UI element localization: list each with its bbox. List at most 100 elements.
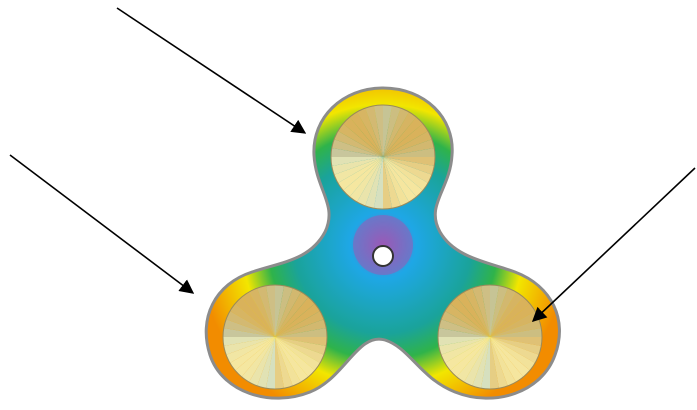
bearing-wedge xyxy=(343,117,383,157)
bearing-right xyxy=(437,284,543,390)
bearing-wedge xyxy=(275,337,321,371)
bearing-wedge xyxy=(490,285,508,337)
bearing-wedge xyxy=(249,337,275,386)
bearing-wedge xyxy=(334,131,383,157)
bearing-wedge xyxy=(265,337,275,389)
bearing-wedge xyxy=(456,337,490,383)
bearing-wedge xyxy=(235,297,275,337)
bearing-wedge xyxy=(441,337,490,363)
bearing-top xyxy=(330,104,436,210)
bearing-wedge xyxy=(331,157,383,167)
bearing-wedge xyxy=(275,337,285,389)
bearing-wedge xyxy=(235,337,275,377)
bearing-wedge xyxy=(373,157,383,209)
bearing-wedge xyxy=(275,303,321,337)
bearing-wedge xyxy=(275,337,293,389)
bearing-wedge xyxy=(229,337,275,371)
bearing-wedge xyxy=(275,327,327,337)
bearing-wedge xyxy=(450,297,490,337)
bearing-wedge xyxy=(275,311,324,337)
bearing-wedge xyxy=(241,291,275,337)
bearing-rim xyxy=(222,284,328,390)
bearing-wedge xyxy=(383,117,423,157)
bearing-wedge xyxy=(444,337,490,371)
bearing-wedge xyxy=(490,291,524,337)
bearing-wedge xyxy=(490,297,530,337)
bearing-wedge xyxy=(383,157,409,206)
bearing-wedge xyxy=(275,319,327,337)
bearing-wedge xyxy=(275,337,315,377)
bearing-wedge xyxy=(257,285,275,337)
bearing-wedge xyxy=(383,157,435,167)
bearing-rim xyxy=(437,284,543,390)
bearing-wedge xyxy=(349,157,383,203)
bearing-wedge xyxy=(343,157,383,197)
bearing-wedge xyxy=(490,337,539,363)
bearing-wedge xyxy=(275,285,293,337)
bearing-wedge xyxy=(441,311,490,337)
bearing-wedge xyxy=(265,285,275,337)
bearing-wedge xyxy=(275,337,309,383)
bearing-wedge xyxy=(249,288,275,337)
bearing-wedge xyxy=(490,303,536,337)
bearing-wedge xyxy=(275,337,327,347)
bearing-wedge xyxy=(257,337,275,389)
bearing-wedge xyxy=(229,303,275,337)
bearing-wedge xyxy=(383,157,423,197)
bearing-wedge xyxy=(226,311,275,337)
bearing-wedge xyxy=(275,291,309,337)
bearing-wedge xyxy=(383,105,401,157)
bearing-wedge xyxy=(337,123,383,157)
arrow-top-lobe xyxy=(116,7,307,134)
arrow-right-lobe xyxy=(531,167,696,322)
bearing-wedge xyxy=(365,157,383,209)
bearing-wedge xyxy=(331,157,383,175)
bearing-wedge xyxy=(357,108,383,157)
bearing-wedge xyxy=(472,285,490,337)
bearing-wedge xyxy=(490,337,530,377)
arrows xyxy=(9,7,696,322)
bearing-wedge xyxy=(472,337,490,389)
bearing-wedge xyxy=(490,337,536,371)
bearing-wedge xyxy=(223,337,275,347)
bearing-wedge xyxy=(365,105,383,157)
arrow-left-lobe xyxy=(9,154,195,294)
bearing-wedge xyxy=(275,337,327,355)
bearing-wedge xyxy=(490,337,542,355)
bearing-wedge xyxy=(480,285,490,337)
bearing-wedge xyxy=(383,157,417,203)
bearing-wedge xyxy=(490,337,516,386)
bearing-wedge xyxy=(383,111,417,157)
bearing-wedge xyxy=(383,123,429,157)
bearing-wedge xyxy=(438,337,490,347)
bearing-wedge xyxy=(490,288,516,337)
bearing-wedge xyxy=(275,285,285,337)
bearing-wedge xyxy=(490,327,542,337)
bearing-wedge xyxy=(275,297,315,337)
bearing-wedge xyxy=(490,337,542,347)
bearing-wedge xyxy=(490,337,500,389)
bearing-wedge xyxy=(383,139,435,157)
bearing-wedge xyxy=(490,319,542,337)
bearing-wedge xyxy=(383,157,393,209)
bearing-wedge xyxy=(337,157,383,191)
bearing-wedge xyxy=(490,285,500,337)
bearing-wedge xyxy=(383,157,401,209)
bearing-wedge xyxy=(331,139,383,157)
bearing-wedge xyxy=(490,337,524,383)
bearing-wedge xyxy=(275,288,301,337)
bearing-wedge xyxy=(357,157,383,206)
bearing-rim xyxy=(330,104,436,210)
bearing-wedge xyxy=(223,337,275,355)
bearing-wedge xyxy=(383,108,409,157)
bearing-left xyxy=(222,284,328,390)
bearing-wedge xyxy=(438,327,490,337)
bearing-wedge xyxy=(373,105,383,157)
bearing-wedge xyxy=(383,157,435,175)
bearing-wedge xyxy=(490,311,539,337)
bearing-wedge xyxy=(490,337,508,389)
bearing-wedge xyxy=(223,319,275,337)
bearing-wedge xyxy=(383,157,432,183)
bearing-wedge xyxy=(331,147,383,157)
